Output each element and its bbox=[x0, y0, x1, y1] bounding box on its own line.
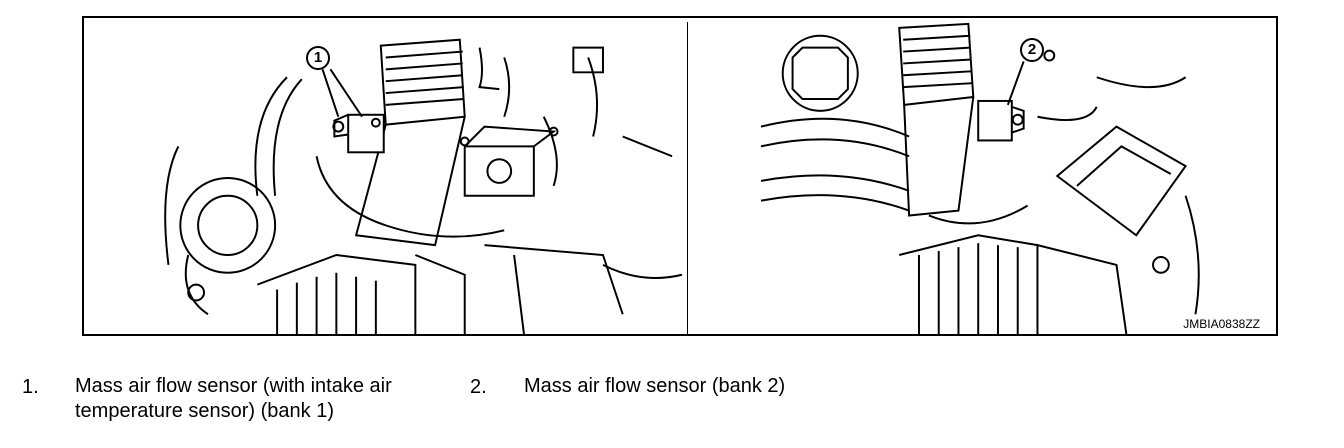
legend-item-2-line1: Mass air flow sensor (bank 2) bbox=[524, 375, 786, 397]
legend-item-1-number: 1. bbox=[22, 376, 39, 398]
legend-item-1-line1: Mass air flow sensor (with intake air bbox=[75, 375, 392, 397]
panel-divider bbox=[687, 22, 688, 334]
legend-item-1-line2: temperature sensor) (bank 1) bbox=[75, 400, 335, 422]
legend: 1. Mass air flow sensor (with intake air… bbox=[0, 370, 1344, 448]
left-panel-drawing bbox=[164, 38, 683, 334]
figure-code: JMBIA0838ZZ bbox=[1183, 317, 1260, 331]
callout-2: 2 bbox=[1020, 38, 1044, 62]
legend-item-2-number: 2. bbox=[470, 376, 487, 398]
callout-1: 1 bbox=[306, 46, 330, 70]
legend-item-1-text: Mass air flow sensor (with intake air te… bbox=[75, 374, 392, 424]
engine-illustration-figure: 1 2 JMBIA0838ZZ bbox=[82, 16, 1278, 336]
right-panel-drawing bbox=[760, 22, 1200, 334]
legend-item-2-text: Mass air flow sensor (bank 2) bbox=[524, 374, 785, 399]
engine-line-drawing bbox=[164, 22, 1200, 334]
